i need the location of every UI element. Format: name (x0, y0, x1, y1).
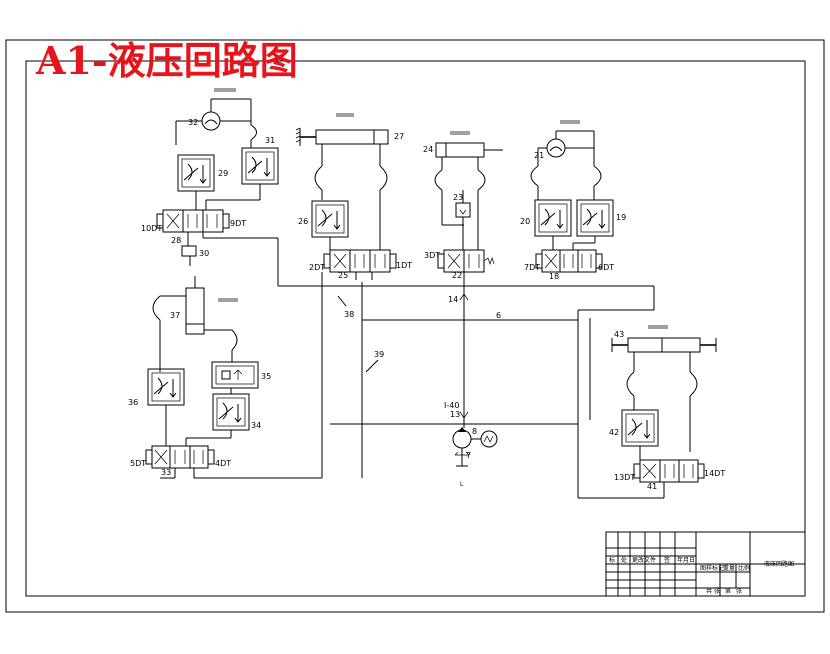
throttle-valve-29 (177, 154, 215, 192)
tb-bottom-2: 张 (714, 587, 720, 595)
label-6: 6 (496, 311, 501, 320)
label-43: 43 (614, 330, 624, 339)
tank-label: L (460, 481, 464, 488)
label-3dt: 3DT (424, 251, 440, 260)
cylinder-37 (185, 287, 205, 335)
label-24: 24 (423, 145, 433, 154)
motor-icon (480, 430, 498, 448)
label-32: 32 (188, 118, 198, 127)
label-28: 28 (171, 236, 181, 245)
directional-valve-33 (151, 445, 209, 469)
label-6dt: 6DT (598, 263, 614, 272)
label-21: 21 (534, 151, 544, 160)
circuit-cylinder-37: 37 35 36 34 5DT 4DT (128, 276, 322, 479)
circuit-cylinder-27: 27 26 2DT 1DT 25 38 (295, 113, 412, 319)
throttle-valve-31 (241, 147, 279, 185)
label-18: 18 (549, 272, 559, 281)
pump-32-icon (201, 111, 221, 131)
tb-mid-3: 比例 (738, 564, 750, 572)
circuit-cylinder-24: 24 23 3DT 22 (423, 131, 503, 280)
label-10dt: 10DT (141, 224, 162, 233)
tb-cell-2: 处 (621, 556, 627, 564)
check-valve-23 (455, 202, 471, 218)
cylinder-43 (627, 337, 701, 353)
throttle-valve-19 (576, 199, 614, 237)
pressure-switch-30 (181, 245, 197, 257)
cylinder-24 (435, 142, 485, 158)
label-27: 27 (394, 132, 404, 141)
inner-frame (25, 60, 806, 597)
label-7: 7 (466, 451, 471, 460)
label-31: 31 (265, 136, 275, 145)
label-1dt: 1DT (396, 261, 412, 270)
label-13dt: 13DT (614, 473, 635, 482)
directional-valve-25 (329, 249, 391, 273)
drawing-title: A1-液压回路图 (35, 38, 298, 83)
label-7dt: 7DT (524, 263, 540, 272)
label-37: 37 (170, 311, 180, 320)
tb-cell-3: 更改文件 (632, 556, 656, 564)
tb-bottom-4: 张 (736, 587, 742, 595)
label-42: 42 (609, 428, 619, 437)
circuit-pump-32: 32 31 29 10DT 9DT 28 30 (141, 88, 279, 286)
label-i40: I-40 (444, 401, 459, 410)
label-35: 35 (261, 372, 271, 381)
tb-bottom-1: 共 (706, 587, 712, 595)
throttle-valve-36 (147, 368, 185, 406)
throttle-valve-34 (212, 393, 250, 431)
tb-cell-4: 签 (664, 556, 670, 564)
tb-cell-1: 标 (609, 556, 615, 564)
tb-mid-1: 图样标记 (700, 564, 724, 572)
label-23: 23 (453, 193, 463, 202)
label-26: 26 (298, 217, 308, 226)
label-39: 39 (374, 350, 384, 359)
main-lines: 6 39 14 I-40 13 8 7 L (278, 272, 655, 498)
cylinder-27 (315, 129, 389, 145)
label-30: 30 (199, 249, 209, 258)
label-2dt: 2DT (309, 263, 325, 272)
label-8: 8 (472, 427, 477, 436)
label-41: 41 (647, 482, 657, 491)
label-38: 38 (344, 310, 354, 319)
label-25: 25 (338, 271, 348, 280)
directional-valve-41 (639, 459, 699, 483)
label-34: 34 (251, 421, 261, 430)
pump-21-icon (546, 138, 566, 158)
label-36: 36 (128, 398, 138, 407)
label-19: 19 (616, 213, 626, 222)
pressure-valve-35 (211, 361, 259, 389)
throttle-valve-20 (534, 199, 572, 237)
tb-bottom-3: 第 (725, 587, 731, 595)
label-13: 13 (450, 410, 460, 419)
throttle-valve-26 (311, 200, 349, 238)
label-5dt: 5DT (130, 459, 146, 468)
label-14: 14 (448, 295, 458, 304)
label-22: 22 (452, 271, 462, 280)
pump-8-icon (452, 429, 472, 449)
tb-cell-5: 年月日 (677, 556, 695, 564)
directional-valve-28 (162, 209, 224, 233)
label-14dt: 14DT (704, 469, 725, 478)
title-block: 液压回路图 标 处 更改文件 签 年月日 图样标记 重量 比例 共 张 第 张 (605, 531, 806, 597)
outer-frame (5, 39, 825, 613)
label-33: 33 (161, 468, 171, 477)
title-block-name: 液压回路图 (764, 560, 794, 568)
tb-mid-2: 重量 (723, 564, 735, 572)
directional-valve-18 (541, 249, 597, 273)
throttle-valve-42 (621, 409, 659, 447)
label-29: 29 (218, 169, 228, 178)
label-20: 20 (520, 217, 530, 226)
circuit-pump-21: 21 20 19 7DT 6DT 18 (520, 120, 626, 281)
circuit-cylinder-43: 43 42 13DT 14DT 41 (578, 325, 725, 499)
label-4dt: 4DT (215, 459, 231, 468)
label-9dt: 9DT (230, 219, 246, 228)
